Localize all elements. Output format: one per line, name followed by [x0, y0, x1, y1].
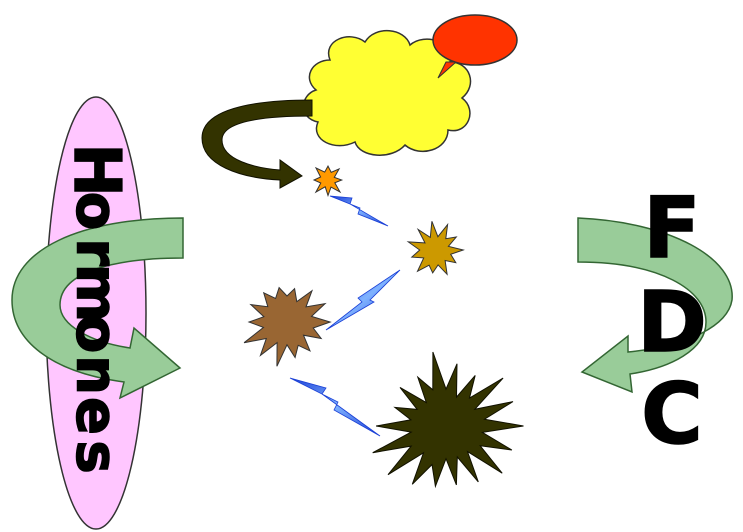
hormones-letter: m: [64, 264, 129, 322]
small-orange-burst: [314, 166, 342, 195]
hormones-letter: H: [59, 143, 133, 197]
hormones-letter: o: [64, 192, 129, 230]
lightning-bolt-2: [326, 270, 400, 330]
speech-bubble: [433, 15, 517, 78]
lightning-bolt-1: [330, 196, 388, 226]
fdc-letter: C: [641, 365, 703, 463]
fdc-letter: F: [643, 179, 700, 277]
mid-gold-burst: [408, 221, 463, 274]
hormones-letter: r: [64, 238, 129, 266]
hormones-letter: n: [64, 355, 129, 395]
large-dark-burst: [373, 352, 524, 486]
lightning-bolt-3: [290, 378, 380, 436]
dark-curved-arrow: [202, 100, 312, 188]
fdc-letter: D: [637, 273, 707, 371]
fdc-label: FDC: [637, 179, 707, 463]
brown-burst: [244, 288, 330, 367]
hormones-letter: s: [64, 440, 129, 473]
hormones-letter: o: [64, 315, 129, 353]
hormones-letter: e: [64, 397, 129, 435]
